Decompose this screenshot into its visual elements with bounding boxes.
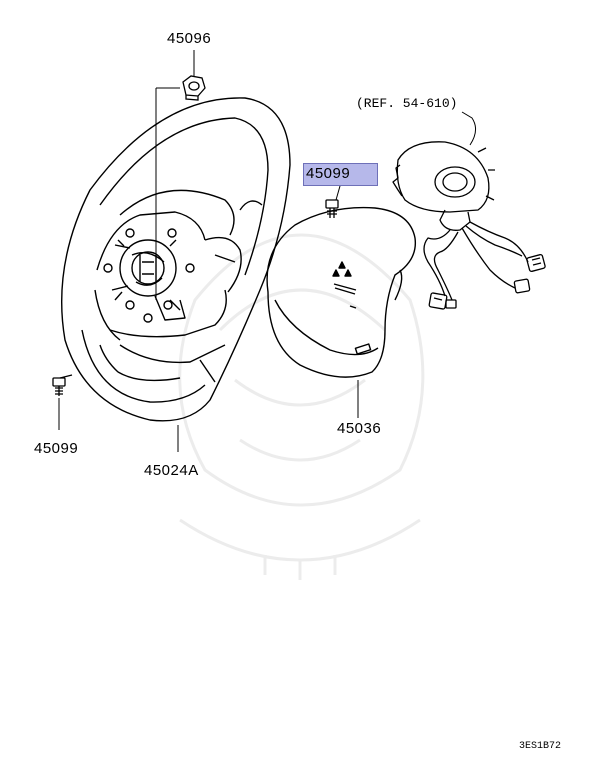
bolt-45099-left [52,374,73,396]
leader-lines [58,50,476,452]
callout-45024A: 45024A [144,462,199,479]
airbag-module-45036 [266,206,417,378]
bolt-45099-airbag [325,199,339,218]
watermark-logo [178,233,425,580]
callout-45099-left: 45099 [34,440,79,457]
callout-45096: 45096 [167,30,212,47]
highlight-box [303,163,378,186]
clock-spring [392,141,546,310]
steering-wheel [61,97,291,422]
nut-45096 [182,75,206,101]
callout-ref-54-610: (REF. 54-610) [356,96,458,111]
diagram-code: 3ES1B72 [519,741,562,752]
callout-45099-highlighted: 45099 [306,165,351,182]
callout-45036: 45036 [337,420,382,437]
